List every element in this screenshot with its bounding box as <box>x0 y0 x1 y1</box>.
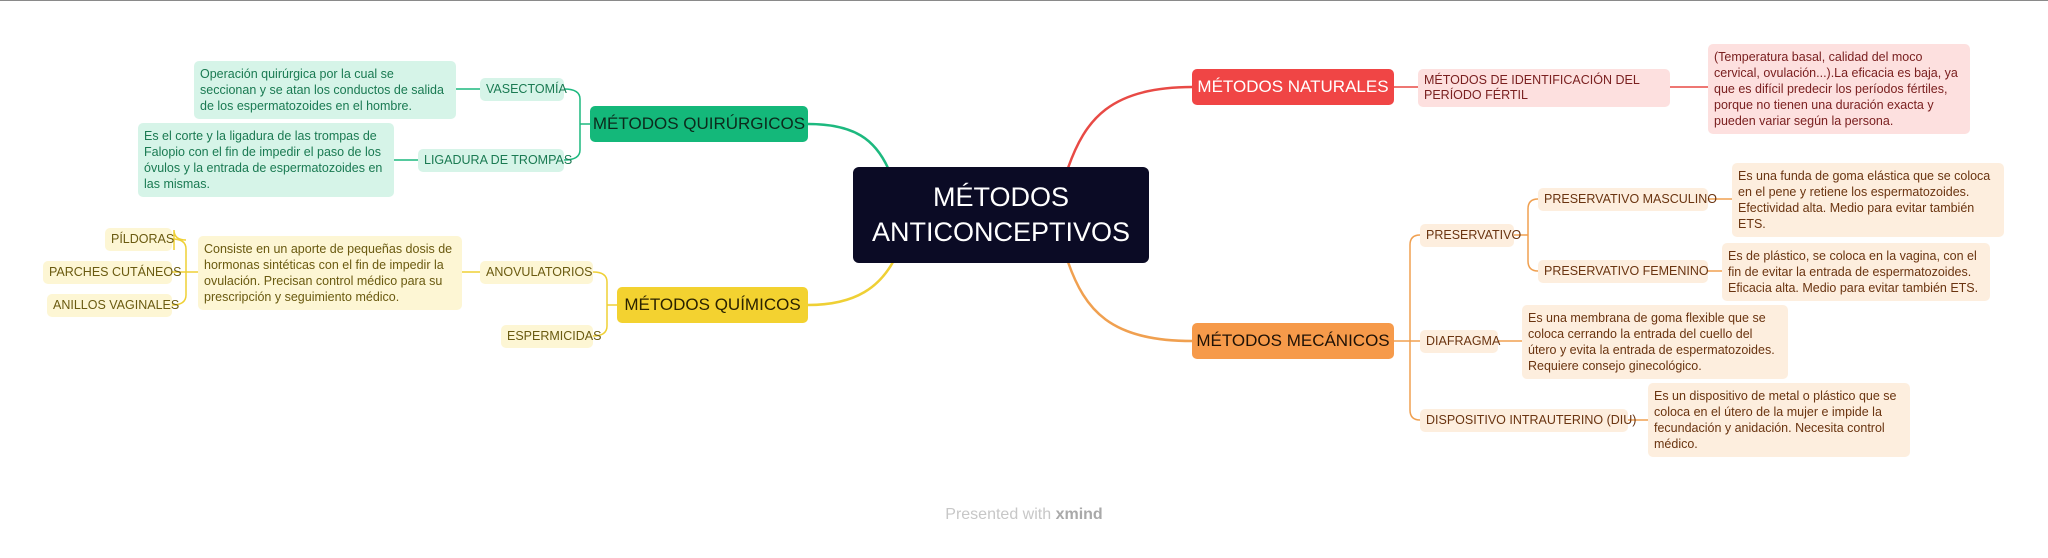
subtopic-diafragma[interactable]: DIAFRAGMA <box>1420 330 1500 353</box>
footer-prefix: Presented with <box>945 506 1052 523</box>
topic-metodos-quimicos[interactable]: MÉTODOS QUÍMICOS <box>617 287 808 323</box>
subtopic-identificacion-periodo-fertil[interactable]: MÉTODOS DE IDENTIFICACIÓN DEL PERÍODO FÉ… <box>1418 69 1670 107</box>
subtopic-preservativo-masculino[interactable]: PRESERVATIVO MASCULINO <box>1538 188 1717 211</box>
subtopic-preservativo[interactable]: PRESERVATIVO <box>1420 224 1521 247</box>
subtopic-anillos-vaginales[interactable]: ANILLOS VAGINALES <box>47 294 179 317</box>
subtopic-parches-cutaneos[interactable]: PARCHES CUTÁNEOS <box>43 261 181 284</box>
link-surgical <box>807 122 890 169</box>
desc-metodos-naturales[interactable]: (Temperatura basal, calidad del moco cer… <box>1708 44 1970 134</box>
central-topic[interactable]: MÉTODOS ANTICONCEPTIVOS <box>853 167 1149 263</box>
desc-vasectomia[interactable]: Operación quirúrgica por la cual se secc… <box>194 61 456 119</box>
desc-dispositivo-intrauterino[interactable]: Es un dispositivo de metal o plástico qu… <box>1648 383 1910 457</box>
subtopic-ligadura-de-trompas[interactable]: LIGADURA DE TROMPAS <box>418 149 572 172</box>
desc-preservativo-masculino[interactable]: Es una funda de goma elástica que se col… <box>1732 163 2004 237</box>
link-natural <box>1066 85 1193 169</box>
footer-credit[interactable]: Presented with xmind <box>0 506 2048 524</box>
desc-diafragma[interactable]: Es una membrana de goma flexible que se … <box>1522 305 1788 379</box>
xmind-logo: xmind <box>1055 506 1103 523</box>
topic-metodos-quirurgicos[interactable]: MÉTODOS QUIRÚRGICOS <box>590 106 808 142</box>
topic-metodos-mecanicos[interactable]: MÉTODOS MECÁNICOS <box>1192 323 1394 359</box>
top-border <box>0 0 2048 1</box>
link-chemical <box>807 261 895 307</box>
desc-preservativo-femenino[interactable]: Es de plástico, se coloca en la vagina, … <box>1722 243 1990 301</box>
subtopic-pildoras[interactable]: PÍLDORAS <box>105 228 174 251</box>
topic-metodos-naturales[interactable]: MÉTODOS NATURALES <box>1192 69 1394 105</box>
desc-ligadura-de-trompas[interactable]: Es el corte y la ligadura de las trompas… <box>138 123 394 197</box>
subtopic-dispositivo-intrauterino[interactable]: DISPOSITIVO INTRAUTERINO (DIU) <box>1420 409 1636 432</box>
subtopic-anovulatorios[interactable]: ANOVULATORIOS <box>480 261 593 284</box>
subtopic-espermicidas[interactable]: ESPERMICIDAS <box>501 325 601 348</box>
subtopic-vasectomia[interactable]: VASECTOMÍA <box>480 78 567 101</box>
subtopic-preservativo-femenino[interactable]: PRESERVATIVO FEMENINO <box>1538 260 1709 283</box>
link-mechanical <box>1066 261 1193 343</box>
desc-anovulatorios[interactable]: Consiste en un aporte de pequeñas dosis … <box>198 236 462 310</box>
